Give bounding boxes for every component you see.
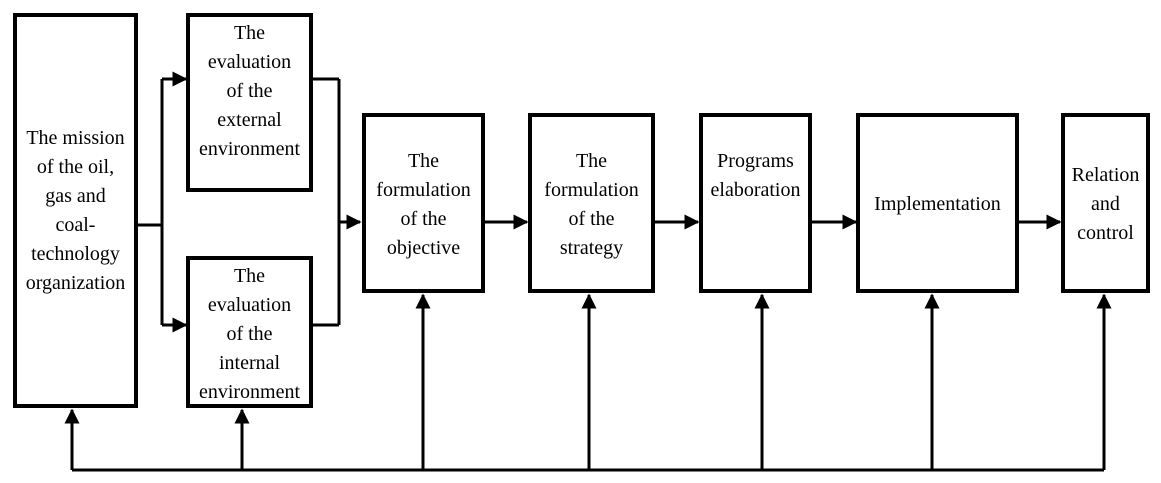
mission-box: The mission of the oil, gas and coal-techno… xyxy=(13,13,138,408)
strategy-label-line: strategy xyxy=(559,237,624,259)
strategy-box: The formulation of the strategy xyxy=(528,113,655,293)
mission-label-line: coal- xyxy=(55,213,96,236)
internal-label-line: evaluation xyxy=(207,294,292,316)
external-label-line: evaluation xyxy=(207,51,292,73)
internal-label-line: environment xyxy=(198,381,301,403)
external-label-line: of the xyxy=(226,80,273,102)
strategy-label-line: The xyxy=(575,150,608,172)
implementation-box: Implementation xyxy=(856,113,1019,293)
objective-label-line: The xyxy=(407,150,440,172)
relation-label-line: control xyxy=(1077,222,1134,244)
programs-label-line: Programs xyxy=(717,150,794,172)
implementation-label-line: Implementation xyxy=(874,193,1001,215)
external-label-line: The xyxy=(233,22,266,44)
external-label-line: environment xyxy=(198,138,301,160)
mission-label-line: gas and xyxy=(45,184,106,207)
mission-label-line: of the oil, xyxy=(36,155,115,178)
internal-label-line: internal xyxy=(218,352,281,374)
internal-label-line: The xyxy=(233,265,266,287)
strategy-label-line: formulation xyxy=(544,179,639,201)
external-label-line: external xyxy=(217,109,282,131)
programs-label-line: elaboration xyxy=(710,179,801,201)
relation-label-line: Relation xyxy=(1071,164,1140,186)
objective-box: The formulation of the objective xyxy=(362,113,485,293)
internal-environment-box: The evaluation of the internal environment xyxy=(186,256,313,408)
mission-label-line: technology xyxy=(31,242,120,265)
external-environment-box: The evaluation of the external environment xyxy=(186,13,313,192)
mission-label-line: organization xyxy=(25,271,126,294)
programs-elaboration-box: Programs elaboration xyxy=(699,113,812,293)
objective-label-line: objective xyxy=(386,237,461,259)
relation-label-line: and xyxy=(1091,193,1120,215)
strategy-label-line: of the xyxy=(568,208,615,230)
objective-label-line: formulation xyxy=(376,179,471,201)
objective-label-line: of the xyxy=(400,208,447,230)
relation-control-box: Relation and control xyxy=(1061,113,1150,293)
internal-label-line: of the xyxy=(226,323,273,345)
mission-label-line: The mission xyxy=(26,126,125,149)
